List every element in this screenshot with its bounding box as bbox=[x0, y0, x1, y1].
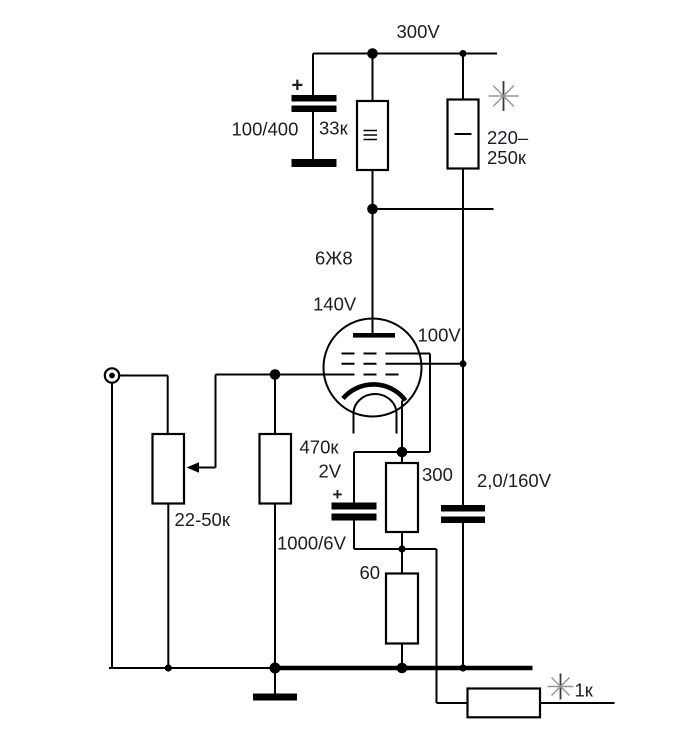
feedback-resistor bbox=[466, 687, 542, 719]
screen-resistor-value-line1: 220– bbox=[487, 127, 529, 148]
tube-heater bbox=[352, 393, 398, 434]
screen-cap-value-label: 2,0/160V bbox=[477, 470, 552, 491]
tube-cathode bbox=[341, 382, 408, 402]
cathode-resistor-upper-label: 300 bbox=[422, 464, 453, 485]
plate-resistor bbox=[355, 99, 390, 172]
tube-type-label: 6Ж8 bbox=[315, 248, 353, 269]
select-on-test-asterisk-top bbox=[488, 81, 519, 111]
feedback-resistor-label: 1к bbox=[575, 680, 594, 701]
potentiometer-value-label: 22-50к bbox=[175, 509, 231, 530]
chassis-ground-bar bbox=[291, 159, 337, 167]
plate-resistor-value-label: 33к bbox=[319, 118, 349, 139]
filter-capacitor bbox=[291, 53, 337, 167]
plate-circuit-wires bbox=[371, 168, 494, 505]
tube-anode bbox=[353, 333, 395, 338]
filter-cap-polarity-label: + bbox=[292, 75, 304, 97]
cathode-cap-value-label: 1000/6V bbox=[277, 533, 347, 554]
screen-voltage-label: 100V bbox=[418, 325, 462, 346]
select-on-test-asterisk-bottom bbox=[547, 673, 574, 700]
cathode-resistor-lower bbox=[384, 572, 420, 645]
cathode-resistor-lower-label: 60 bbox=[360, 562, 381, 583]
power-rail bbox=[313, 52, 497, 101]
cathode-bypass-capacitor bbox=[331, 502, 377, 521]
pentode-tube bbox=[322, 317, 423, 434]
grid-leak-value-label: 470к bbox=[300, 437, 340, 458]
screen-bypass-capacitor bbox=[441, 505, 485, 523]
tube-envelope bbox=[322, 317, 423, 418]
filter-cap-value-label: 100/400 bbox=[232, 119, 299, 140]
wiper-arrow bbox=[186, 462, 199, 473]
cathode-cap-polarity-label: + bbox=[333, 485, 343, 504]
input-connector bbox=[103, 367, 121, 384]
input-potentiometer bbox=[151, 432, 199, 505]
grid-leak-resistor bbox=[258, 432, 293, 505]
cathode-voltage-label: 2V bbox=[319, 461, 342, 482]
plate-voltage-label: 140V bbox=[313, 294, 357, 315]
junction-dots bbox=[164, 48, 467, 674]
screen-dropper-resistor bbox=[446, 98, 480, 170]
cathode-resistor-upper bbox=[384, 461, 420, 534]
input-wires bbox=[111, 373, 342, 668]
supply-voltage-label: 300V bbox=[397, 21, 441, 42]
screen-resistor-value-line2: 250к bbox=[487, 147, 527, 168]
